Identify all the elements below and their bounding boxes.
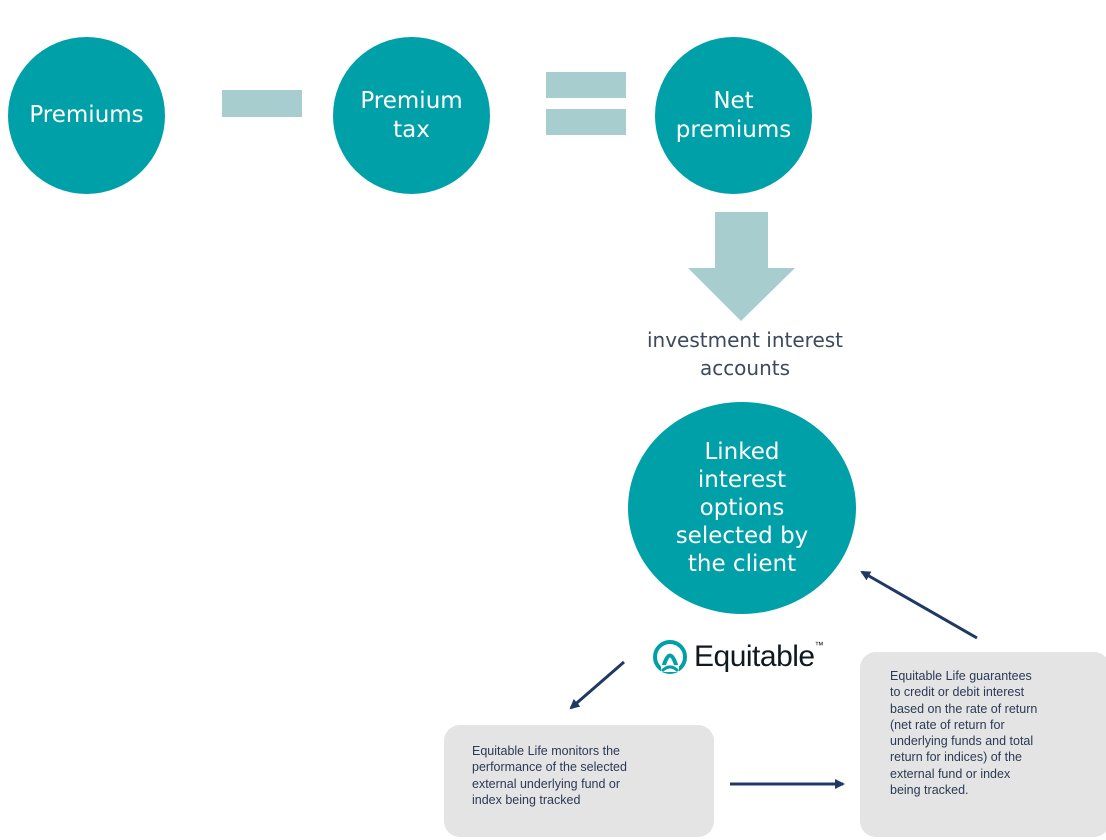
premiums-label: Premiums <box>29 102 144 129</box>
premium-tax-circle: Premium tax <box>333 37 490 194</box>
net-premiums-circle: Net premiums <box>655 37 812 194</box>
guarantees-note: Equitable Life guarantees to credit or d… <box>860 652 1106 837</box>
equitable-brand: Equitable <box>694 640 815 673</box>
investment-accounts-caption: investment interest accounts <box>646 328 844 380</box>
monitors-note: Equitable Life monitors the performance … <box>444 725 714 837</box>
trademark-mark: ™ <box>814 640 824 650</box>
equitable-logo-icon <box>653 640 687 674</box>
equals-bar-bottom <box>546 109 626 135</box>
minus-operator <box>222 90 302 117</box>
arrow-logo-to-monitors <box>569 660 625 710</box>
equitable-logo: Equitable™ <box>652 637 824 677</box>
arrow-guarantees-to-linked <box>860 570 978 640</box>
equals-bar-top <box>546 72 626 98</box>
premium-tax-label: Premium tax <box>360 88 463 143</box>
net-premiums-label: Net premiums <box>675 88 792 143</box>
linked-interest-circle: Linked interest options selected by the … <box>628 402 856 614</box>
down-arrow-icon <box>688 212 795 321</box>
equitable-logo-text: Equitable™ <box>694 640 824 674</box>
linked-interest-label: Linked interest options selected by the … <box>675 438 809 578</box>
premiums-circle: Premiums <box>8 37 165 194</box>
